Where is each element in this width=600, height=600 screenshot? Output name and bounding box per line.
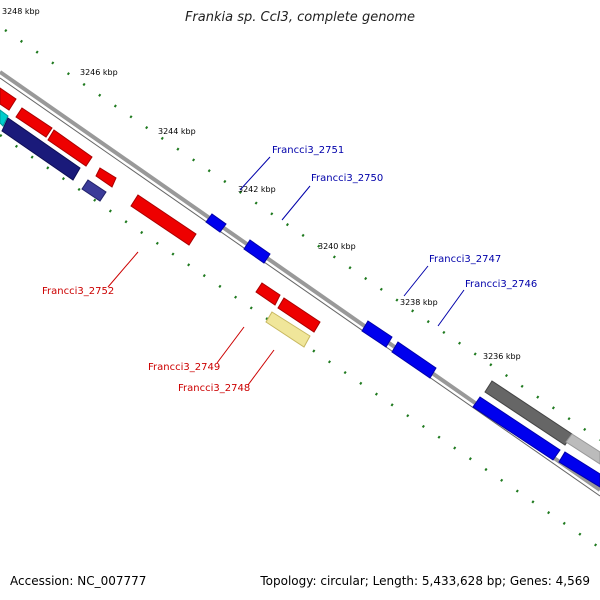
- gene-label-group: Francci3_2751 Francci3_2750 Francci3_274…: [42, 145, 537, 394]
- gene-block[interactable]: [205, 213, 227, 233]
- gene-block[interactable]: [81, 179, 107, 202]
- kbp-scale: 3248 kbp 3246 kbp 3244 kbp 3242 kbp 3240…: [2, 7, 521, 361]
- gene-block[interactable]: [391, 341, 437, 379]
- gene-label-francci3-2751[interactable]: Francci3_2751: [272, 145, 344, 156]
- gene-block[interactable]: [95, 167, 117, 188]
- gene-block[interactable]: [265, 311, 311, 348]
- forward-strand-genes: [0, 87, 321, 348]
- gene-label-francci3-2746[interactable]: Francci3_2746: [465, 279, 537, 290]
- gene-block[interactable]: [130, 194, 197, 246]
- gene-block[interactable]: [1, 117, 81, 181]
- kbp-label-3240: 3240 kbp: [318, 242, 356, 251]
- kbp-label-3246: 3246 kbp: [80, 68, 118, 77]
- kbp-label-3248: 3248 kbp: [2, 7, 40, 16]
- genome-title: Frankia sp. CcI3, complete genome: [184, 10, 416, 25]
- gene-label-francci3-2752[interactable]: Francci3_2752: [42, 286, 114, 297]
- kbp-label-3238: 3238 kbp: [400, 298, 438, 307]
- gene-block[interactable]: [0, 109, 9, 127]
- genome-summary-text: Topology: circular; Length: 5,433,628 bp…: [260, 574, 590, 588]
- gene-block[interactable]: [15, 107, 53, 138]
- gene-block[interactable]: [565, 433, 600, 465]
- gene-block[interactable]: [255, 282, 281, 306]
- gene-block[interactable]: [361, 320, 393, 348]
- reverse-strand-genes: [0, 109, 600, 488]
- gene-block[interactable]: [0, 87, 17, 111]
- kbp-label-3242: 3242 kbp: [238, 185, 276, 194]
- gene-label-francci3-2749[interactable]: Francci3_2749: [148, 362, 220, 373]
- gene-label-francci3-2747[interactable]: Francci3_2747: [429, 254, 501, 265]
- accession-text: Accession: NC_007777: [10, 574, 147, 588]
- gene-block[interactable]: [243, 239, 271, 264]
- gene-block[interactable]: [47, 129, 93, 167]
- kbp-tick-track: [4, 28, 600, 442]
- gene-block[interactable]: [558, 451, 600, 488]
- gene-block[interactable]: [277, 297, 321, 333]
- gene-block[interactable]: [472, 396, 561, 461]
- kbp-label-3236: 3236 kbp: [483, 352, 521, 361]
- kbp-label-3244: 3244 kbp: [158, 127, 196, 136]
- gene-label-francci3-2748[interactable]: Francci3_2748: [178, 383, 250, 394]
- gene-block[interactable]: [484, 380, 573, 446]
- gene-label-francci3-2750[interactable]: Francci3_2750: [311, 173, 383, 184]
